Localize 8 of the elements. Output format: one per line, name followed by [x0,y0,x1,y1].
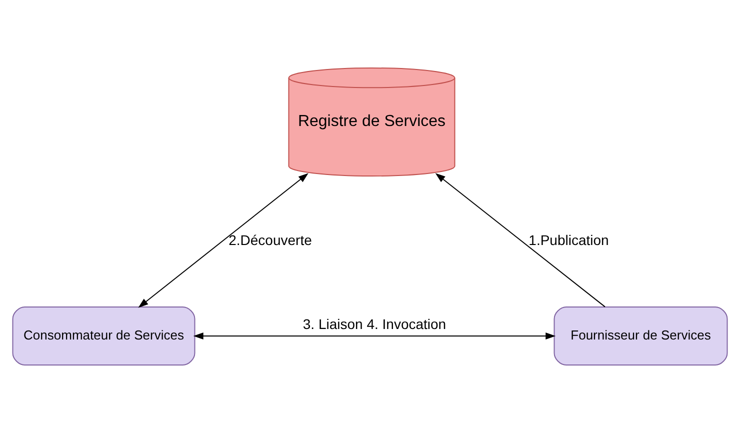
arrow [193,332,556,339]
edge-label: 1.Publication [528,232,609,248]
node-box: Fournisseur de Services [554,306,728,365]
edge-label: 3. Liaison 4. Invocation [302,316,446,332]
node-box: Consommateur de Services [12,306,196,365]
edge-label: 2.Découverte [228,232,312,248]
arrow [435,172,606,307]
arrow [138,172,308,308]
